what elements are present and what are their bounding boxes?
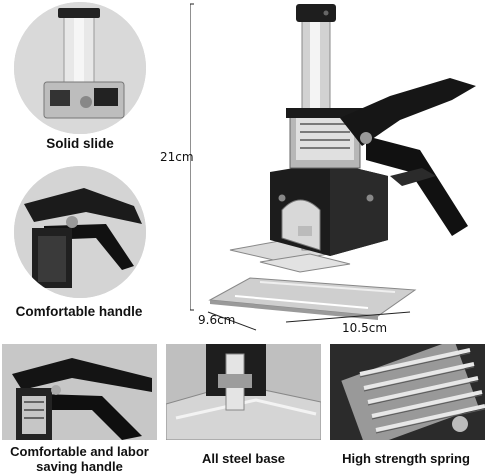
labor-saving-handle-photo <box>2 344 157 440</box>
lifting-tool-image <box>190 3 476 331</box>
high-strength-spring-photo <box>330 344 485 440</box>
comfortable-handle-photo <box>14 166 146 298</box>
width-dimension-label: 10.5cm <box>342 321 388 335</box>
solid-slide-caption: Solid slide <box>46 136 114 151</box>
steel-base-photo <box>166 344 321 440</box>
solid-slide-photo <box>14 2 146 134</box>
steel-base-caption: All steel base <box>201 451 286 466</box>
labor-saving-handle-caption: Comfortable and labor saving handle <box>10 444 149 474</box>
comfortable-handle-caption: Comfortable handle <box>15 304 143 319</box>
height-dimension-label: 21cm <box>160 150 194 164</box>
high-strength-spring-caption: High strength spring <box>342 451 470 466</box>
depth-dimension-label: 9.6cm <box>198 313 236 327</box>
